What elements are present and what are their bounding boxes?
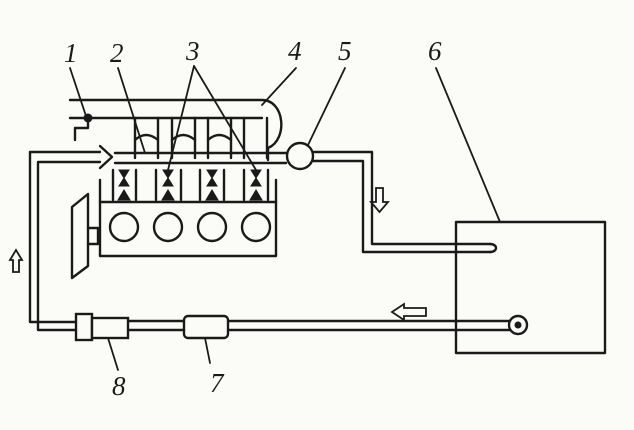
leader-lines xyxy=(69,65,501,371)
fuel-pickup-line xyxy=(226,314,529,336)
callout-7: 7 xyxy=(210,368,225,398)
flow-arrow-left xyxy=(390,302,427,322)
callout-4: 4 xyxy=(288,36,302,66)
cylinder-2 xyxy=(152,168,184,243)
fuel-return-line xyxy=(311,150,498,254)
pressure-regulator xyxy=(285,141,315,171)
fuel-rail xyxy=(113,151,288,165)
callout-6: 6 xyxy=(428,36,442,66)
callout-8: 8 xyxy=(112,371,126,401)
cylinder-4 xyxy=(240,168,272,243)
fuel-supply-line xyxy=(28,144,114,332)
callout-1: 1 xyxy=(64,38,78,68)
flow-arrow-up xyxy=(8,248,24,273)
callout-5: 5 xyxy=(338,36,352,66)
cylinder-3 xyxy=(196,168,228,243)
cylinder-1 xyxy=(108,168,140,243)
pulley xyxy=(70,192,100,280)
fuel-filter xyxy=(74,312,130,342)
engine-block xyxy=(98,178,278,258)
fuel-tank xyxy=(454,220,607,355)
air-sensor xyxy=(73,113,93,142)
intake-manifold xyxy=(68,98,283,162)
flow-arrow-down xyxy=(369,187,390,214)
callout-2: 2 xyxy=(110,38,124,68)
fuel-pump xyxy=(126,314,230,340)
callout-3: 3 xyxy=(185,36,200,66)
